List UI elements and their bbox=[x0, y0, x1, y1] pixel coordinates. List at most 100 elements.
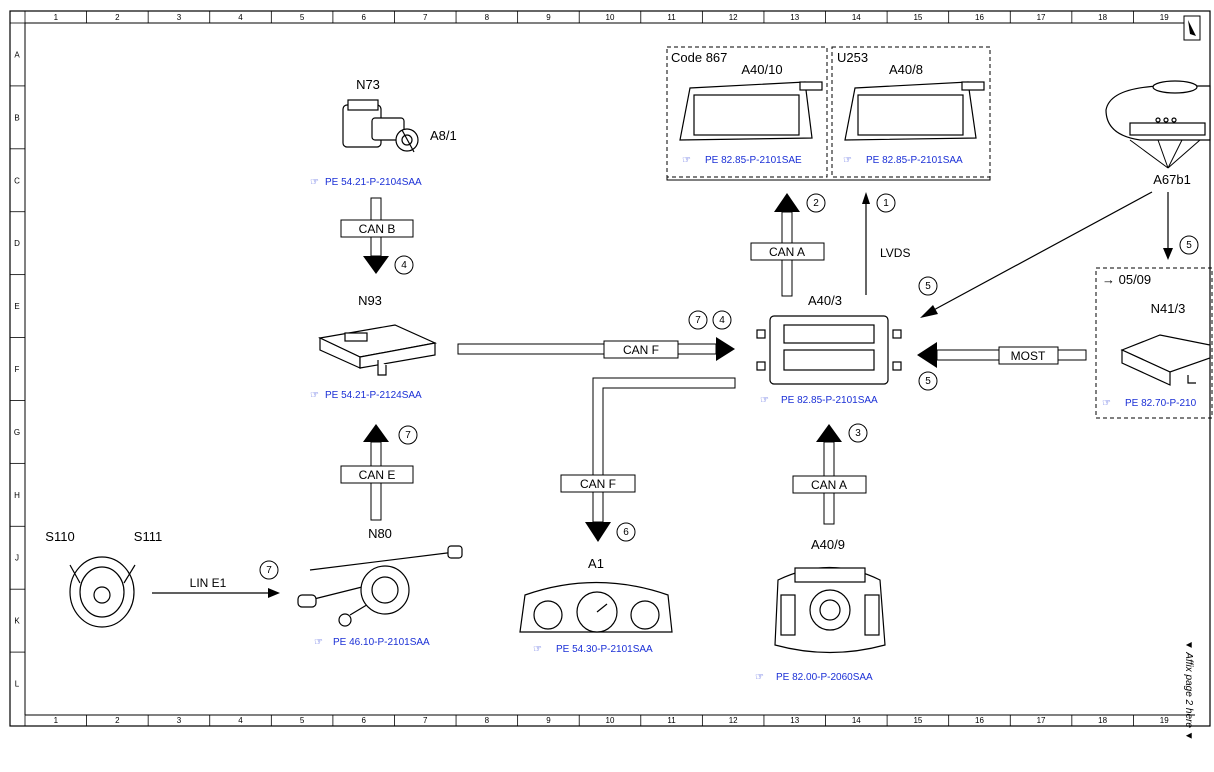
grid-row-label: K bbox=[14, 617, 20, 626]
grid-row-label: L bbox=[15, 680, 20, 689]
most-arrowhead bbox=[917, 342, 937, 368]
label-n73: N73 bbox=[356, 77, 380, 92]
svg-text:7: 7 bbox=[405, 430, 411, 441]
grid-row-label: E bbox=[14, 302, 19, 311]
grid-col-label: 8 bbox=[485, 13, 490, 22]
label-a40-10: A40/10 bbox=[741, 62, 782, 77]
grid-col-label: 15 bbox=[913, 13, 922, 22]
ref-a40-3[interactable]: ☞ PE 82.85-P-2101SAA bbox=[760, 395, 878, 406]
n93-control-unit-image bbox=[318, 324, 437, 376]
grid-col-label: 13 bbox=[790, 13, 799, 22]
group-code867-label: Code 867 bbox=[671, 50, 727, 65]
n80-steering-column-module-image bbox=[297, 545, 463, 627]
groups-bracket bbox=[666, 177, 991, 181]
grid-col-label: 16 bbox=[975, 13, 984, 22]
a40-3-head-unit-image bbox=[756, 315, 902, 385]
grid-row-label: J bbox=[15, 554, 19, 563]
grid-col-label: 10 bbox=[606, 13, 615, 22]
a1-instrument-cluster-image bbox=[519, 581, 673, 633]
can-f-arrowhead-top bbox=[716, 337, 735, 361]
svg-text:PE 54.30-P-2101SAA: PE 54.30-P-2101SAA bbox=[556, 644, 653, 655]
svg-text:PE 46.10-P-2101SAA: PE 46.10-P-2101SAA bbox=[333, 637, 430, 648]
grid-col-label: 2 bbox=[115, 13, 120, 22]
n41-3-control-unit-image bbox=[1120, 334, 1211, 386]
grid-col-label: 2 bbox=[115, 716, 120, 725]
a67b1-to-a40-3-line bbox=[929, 191, 1153, 313]
grid-col-label: 4 bbox=[238, 13, 243, 22]
hand-pointer-icon: ☞ bbox=[682, 155, 691, 166]
affix-page-note: ▼ Affix page 2 here ▼ bbox=[1183, 640, 1194, 741]
grid-row-label: C bbox=[14, 176, 20, 185]
can-a-label-top: CAN A bbox=[769, 245, 805, 259]
grid-col-label: 12 bbox=[729, 13, 738, 22]
can-f-label-top: CAN F bbox=[623, 343, 659, 357]
most-pill bbox=[998, 346, 1059, 365]
ref-a1[interactable]: ☞ PE 54.30-P-2101SAA bbox=[533, 644, 653, 655]
grid-col-label: 18 bbox=[1098, 716, 1107, 725]
lin-e1-arrowhead bbox=[268, 588, 280, 598]
hand-pointer-icon: ☞ bbox=[310, 390, 319, 401]
ref-n80[interactable]: ☞ PE 46.10-P-2101SAA bbox=[314, 637, 430, 648]
can-f-pill-top bbox=[603, 340, 679, 359]
a40-10-display-image bbox=[679, 81, 823, 141]
marker-4a bbox=[394, 255, 414, 275]
svg-text:3: 3 bbox=[855, 428, 861, 439]
a40-8-display-image bbox=[844, 81, 985, 141]
can-e-arrowhead bbox=[363, 424, 389, 442]
grid-col-label: 14 bbox=[852, 716, 861, 725]
a40-9-controller-image bbox=[774, 567, 886, 654]
a67b1-mirror-image bbox=[1105, 80, 1211, 141]
label-n93: N93 bbox=[358, 293, 382, 308]
grid-col-label: 10 bbox=[606, 716, 615, 725]
a67b1-leader-4 bbox=[1167, 139, 1201, 169]
label-s111: S111 bbox=[134, 529, 162, 544]
grid-col-label: 5 bbox=[300, 13, 305, 22]
grid-col-label: 14 bbox=[852, 13, 861, 22]
group-u253-box bbox=[831, 46, 991, 178]
marker-7c bbox=[259, 560, 279, 580]
can-f-arrowhead-bottom bbox=[585, 522, 611, 542]
hand-pointer-icon: ☞ bbox=[310, 177, 319, 188]
svg-text:5: 5 bbox=[925, 281, 931, 292]
can-a-arrowhead-bottom bbox=[816, 424, 842, 442]
grid-col-label: 15 bbox=[913, 716, 922, 725]
a67b1-leader-3 bbox=[1167, 139, 1183, 169]
svg-text:PE 82.85-P-2101SAE: PE 82.85-P-2101SAE bbox=[705, 155, 802, 166]
can-a-pill-bottom bbox=[792, 475, 867, 494]
grid-row-label: D bbox=[14, 239, 20, 248]
can-b-label: CAN B bbox=[359, 222, 396, 236]
ref-n73[interactable]: ☞ PE 54.21-P-2104SAA bbox=[310, 177, 422, 188]
grid-col-label: 11 bbox=[667, 13, 676, 22]
a67b1-to-a40-3-arrowhead bbox=[920, 305, 938, 318]
svg-text:PE 54.21-P-2104SAA: PE 54.21-P-2104SAA bbox=[325, 177, 422, 188]
ref-n41-3[interactable]: ☞ PE 82.70-P-210 bbox=[1102, 398, 1197, 409]
grid-col-label: 17 bbox=[1037, 13, 1046, 22]
group-n41-3-box bbox=[1095, 267, 1213, 419]
grid-col-label: 13 bbox=[790, 716, 799, 725]
ref-a40-10[interactable]: ☞ PE 82.85-P-2101SAE bbox=[682, 155, 802, 166]
ref-a40-9[interactable]: ☞ PE 82.00-P-2060SAA bbox=[755, 672, 873, 683]
can-e-label: CAN E bbox=[359, 468, 396, 482]
marker-5c bbox=[918, 371, 938, 391]
group-code867-box bbox=[666, 46, 828, 178]
grid-col-label: 17 bbox=[1037, 716, 1046, 725]
grid-col-label: 19 bbox=[1160, 716, 1169, 725]
can-a-label-bottom: CAN A bbox=[811, 478, 847, 492]
svg-text:1: 1 bbox=[883, 198, 889, 209]
lin-e1-label: LIN E1 bbox=[190, 576, 227, 590]
can-b-arrowhead bbox=[363, 256, 389, 274]
can-a-arrowhead-top bbox=[774, 193, 800, 212]
grid-col-label: 3 bbox=[177, 716, 182, 725]
manual-page-icon bbox=[1183, 15, 1201, 41]
can-e-pill bbox=[340, 465, 414, 484]
grid-col-label: 9 bbox=[546, 716, 551, 725]
svg-text:6: 6 bbox=[623, 527, 629, 538]
svg-text:7: 7 bbox=[695, 315, 701, 326]
marker-5b bbox=[918, 276, 938, 296]
grid-col-label: 7 bbox=[423, 716, 428, 725]
steering-wheel-image bbox=[69, 556, 136, 628]
lvds-arrowhead bbox=[862, 192, 870, 204]
ref-a40-8[interactable]: ☞ PE 82.85-P-2101SAA bbox=[843, 155, 963, 166]
ref-n93[interactable]: ☞ PE 54.21-P-2124SAA bbox=[310, 390, 422, 401]
lvds-label: LVDS bbox=[880, 246, 910, 260]
